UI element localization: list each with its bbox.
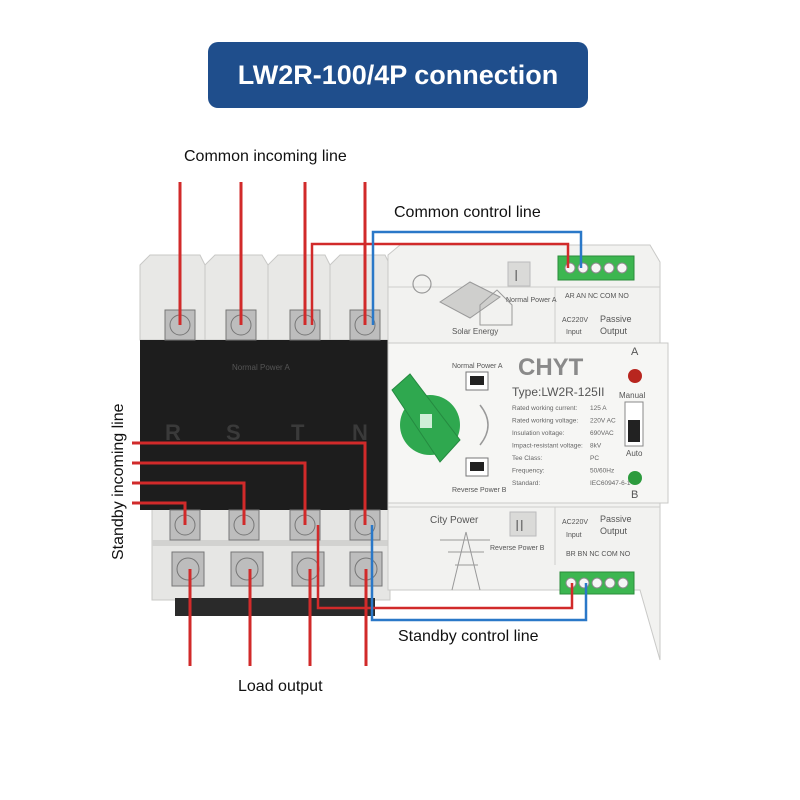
- passive-top: Passive: [600, 314, 632, 324]
- phase-letter-n: N: [352, 420, 368, 445]
- city-power-label: City Power: [430, 515, 479, 526]
- solar-panel-icon: [412, 274, 513, 326]
- indicator-b-label: B: [631, 489, 638, 501]
- top-control-terminal-block: [557, 255, 635, 281]
- brand-logo: CHYT: [518, 354, 584, 381]
- auto-label: Auto: [626, 449, 643, 458]
- spec-key: Standard:: [512, 480, 540, 487]
- solar-energy-label: Solar Energy: [452, 327, 498, 336]
- spec-key: Tee Class:: [512, 455, 543, 462]
- output-bottom: Output: [600, 526, 628, 536]
- input-bottom: Input: [566, 532, 582, 539]
- phase-letter-r: R: [165, 420, 181, 445]
- spec-key: Impact-resistant voltage:: [512, 443, 583, 450]
- passive-bottom: Passive: [600, 514, 632, 524]
- common-incoming-label: Common incoming line: [184, 148, 347, 165]
- mode-indicators: A Manual Auto B: [619, 346, 645, 501]
- standby-control-wires: [316, 525, 588, 622]
- title-banner: LW2R-100/4P connection: [208, 42, 588, 108]
- spec-key: Insulation voltage:: [512, 430, 565, 437]
- ac220v-bottom: AC220V: [562, 519, 588, 526]
- indicator-b-led: [628, 471, 642, 485]
- module-i-mark: I: [514, 268, 518, 285]
- spec-value: IEC60947-6-1: [590, 480, 631, 487]
- phase-letter-s: S: [226, 420, 241, 445]
- bottom-control-terminal-block: [559, 571, 635, 595]
- module-ii-mark: II: [515, 518, 524, 535]
- spec-value: 50/60Hz: [590, 468, 614, 475]
- reverse-power-mid: Reverse Power B: [452, 487, 507, 494]
- type-label: Type:LW2R-125II: [512, 385, 604, 399]
- spec-value: PC: [590, 455, 599, 462]
- spec-table: Rated working current: 125 A Rated working…: [512, 405, 631, 487]
- terminal-bottom-label: BR BN NC COM NO: [566, 551, 631, 558]
- rotate-arrow-icon: [479, 404, 489, 446]
- power-tower-icon: [440, 531, 490, 591]
- manual-label: Manual: [619, 391, 645, 400]
- common-control-wires: [310, 230, 583, 325]
- controller-housing: [387, 244, 669, 661]
- reverse-power-bottom: Reverse Power B: [490, 545, 545, 552]
- normal-power-label: Normal Power A: [506, 297, 557, 304]
- module-i-badge: [507, 261, 531, 287]
- standby-incoming-wires: [132, 441, 367, 525]
- spec-key: Rated working voltage:: [512, 418, 578, 425]
- output-top: Output: [600, 326, 628, 336]
- transfer-handle[interactable]: [391, 373, 461, 463]
- normal-power-mid: Normal Power A: [452, 363, 503, 370]
- spec-value: 125 A: [590, 405, 607, 412]
- svg-text:Normal Power A: Normal Power A: [232, 363, 290, 372]
- indicator-a-led: [628, 369, 642, 383]
- spec-value: 220V AC: [590, 418, 616, 425]
- spec-key: Rated working current:: [512, 405, 578, 412]
- indicator-a-label: A: [631, 346, 639, 358]
- spec-value: 8kV: [590, 443, 602, 450]
- page-title: LW2R-100/4P connection: [237, 59, 559, 90]
- brand-text: CHYT: [518, 354, 584, 381]
- module-ii-badge: [509, 511, 537, 537]
- phase-letters: R S T N: [165, 420, 368, 445]
- spec-key: Frequency:: [512, 468, 545, 475]
- common-control-label: Common control line: [394, 204, 541, 221]
- ac220v-top: AC220V: [562, 317, 588, 324]
- standby-incoming-label: Standby incoming line: [110, 403, 127, 560]
- load-output-label: Load output: [238, 678, 323, 695]
- input-top: Input: [566, 329, 582, 336]
- spec-value: 690VAC: [590, 430, 614, 437]
- phase-letter-t: T: [291, 420, 305, 445]
- terminal-top-label: AR AN NC COM NO: [565, 293, 629, 300]
- common-incoming-wires: [178, 182, 367, 325]
- load-output-wires: [188, 569, 368, 666]
- standby-control-label: Standby control line: [398, 628, 539, 645]
